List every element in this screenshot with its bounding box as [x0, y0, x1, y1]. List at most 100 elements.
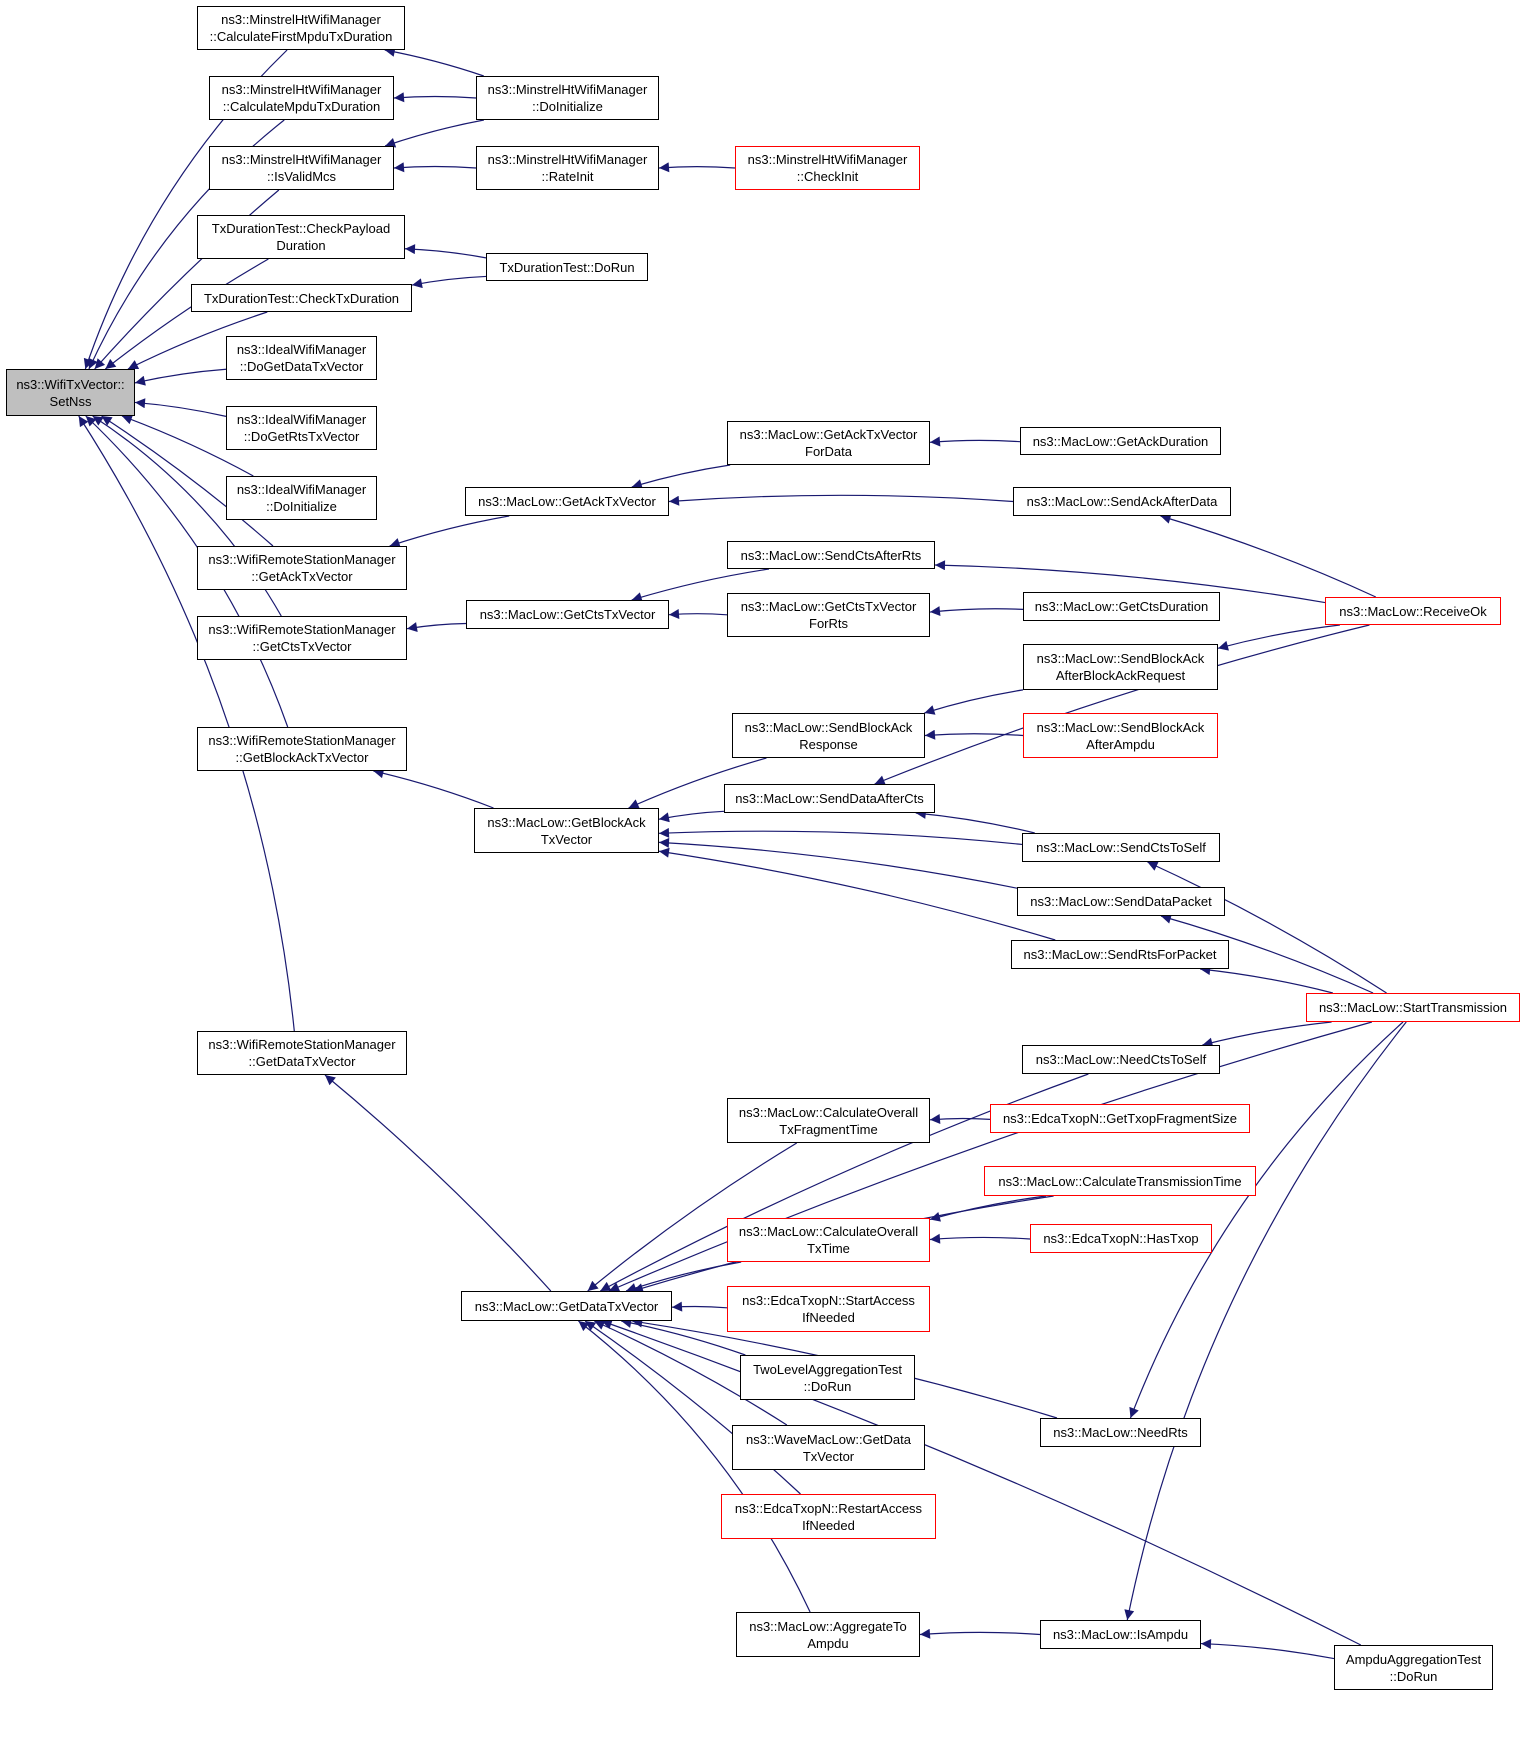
node-label-line: ns3::WifiRemoteStationManager	[208, 733, 396, 748]
node-label-line: ns3::MacLow::SendDataAfterCts	[735, 791, 924, 806]
edge-ampdu_dorun-to-ml_isampdu	[1200, 1638, 1335, 1660]
node-edca-fragsize[interactable]: ns3::EdcaTxopN::GetTxopFragmentSize	[990, 1104, 1250, 1133]
edge-ml_receiveok-to-ml_sendctsafterrts	[934, 560, 1326, 604]
node-ml-sendackafterdata[interactable]: ns3::MacLow::SendAckAfterData	[1013, 487, 1231, 516]
node-wrsm-cts[interactable]: ns3::WifiRemoteStationManager::GetCtsTxV…	[197, 616, 407, 660]
node-ml-needrts[interactable]: ns3::MacLow::NeedRts	[1040, 1418, 1201, 1447]
node-iw-rts[interactable]: ns3::IdealWifiManager::DoGetRtsTxVector	[226, 406, 377, 450]
node-label-line: ns3::MacLow::AggregateTo	[749, 1618, 907, 1634]
node-label-line: IfNeeded	[802, 1310, 855, 1325]
node-label-line: ns3::MacLow::GetCtsDuration	[1034, 599, 1209, 614]
node-wrsm-data[interactable]: ns3::WifiRemoteStationManager::GetDataTx…	[197, 1031, 407, 1075]
node-label-line: ns3::MacLow::GetAckTxVector	[478, 494, 656, 509]
node-ml-senddataaftercts[interactable]: ns3::MacLow::SendDataAfterCts	[724, 784, 935, 813]
edge-ml_isampdu-to-ml_aggregate	[919, 1628, 1041, 1639]
node-iw-init[interactable]: ns3::IdealWifiManager::DoInitialize	[226, 476, 377, 520]
edge-txd_txdur-to-setnss	[127, 311, 268, 370]
node-ml-starttx[interactable]: ns3::MacLow::StartTransmission	[1306, 993, 1520, 1022]
node-label-line: ns3::MacLow::CalculateOverall	[738, 1104, 919, 1120]
edge-ml_receiveok-to-ml_sendackafterdata	[1160, 514, 1377, 598]
node-ml-sendctstoself[interactable]: ns3::MacLow::SendCtsToSelf	[1022, 833, 1220, 862]
node-iw-data[interactable]: ns3::IdealWifiManager::DoGetDataTxVector	[226, 336, 377, 380]
node-label-line: ns3::EdcaTxopN::GetTxopFragmentSize	[1002, 1111, 1238, 1126]
node-mhw-firstmpdu[interactable]: ns3::MinstrelHtWifiManager::CalculateFir…	[197, 6, 405, 50]
node-ml-calctxtime[interactable]: ns3::MacLow::CalculateTransmissionTime	[984, 1166, 1256, 1196]
edge-txd_dorun-to-txd_payload	[404, 244, 487, 259]
node-label-line: ns3::MacLow::SendAckAfterData	[1026, 494, 1218, 509]
node-ampdu-dorun[interactable]: AmpduAggregationTest::DoRun	[1334, 1645, 1493, 1690]
node-label-line: AmpduAggregationTest	[1345, 1651, 1482, 1667]
node-label-line: ns3::MacLow::StartTransmission	[1318, 1000, 1508, 1015]
node-label-line: ns3::WifiRemoteStationManager	[208, 1037, 396, 1052]
node-ml-getackdur[interactable]: ns3::MacLow::GetAckDuration	[1020, 427, 1221, 455]
node-ml-getctsdur[interactable]: ns3::MacLow::GetCtsDuration	[1023, 592, 1220, 621]
node-txd-dorun[interactable]: TxDurationTest::DoRun	[486, 253, 648, 281]
node-ml-receiveok[interactable]: ns3::MacLow::ReceiveOk	[1325, 597, 1501, 625]
edge-wave_getdata-to-ml_getdata	[594, 1320, 788, 1426]
node-txd-txdur[interactable]: TxDurationTest::CheckTxDuration	[191, 284, 412, 312]
node-label-line: TwoLevelAggregationTest	[753, 1361, 902, 1377]
node-mhw-validmcs[interactable]: ns3::MinstrelHtWifiManager::IsValidMcs	[209, 146, 394, 190]
node-label-line: ns3::MinstrelHtWifiManager	[487, 152, 648, 167]
node-wrsm-ack[interactable]: ns3::WifiRemoteStationManager::GetAckTxV…	[197, 546, 407, 590]
node-label-line: ns3::MacLow::CalculateTransmissionTime	[998, 1173, 1242, 1189]
node-edca-hastxop[interactable]: ns3::EdcaTxopN::HasTxop	[1030, 1224, 1212, 1253]
edge-edca_restart-to-ml_getdata	[584, 1320, 801, 1495]
edge-txd_payload-to-setnss	[104, 258, 269, 370]
node-ml-sendrts[interactable]: ns3::MacLow::SendRtsForPacket	[1011, 940, 1229, 969]
node-mhw-mpdu[interactable]: ns3::MinstrelHtWifiManager::CalculateMpd…	[209, 76, 394, 120]
node-mhw-checkinit[interactable]: ns3::MinstrelHtWifiManager::CheckInit	[735, 146, 920, 190]
node-label-line: ::IsValidMcs	[266, 169, 337, 184]
edge-ml_aggregate-to-ml_getdata	[578, 1320, 811, 1613]
edge-ml_starttx-to-ml_senddatapacket	[1160, 913, 1374, 994]
edge-ml_getback-to-wrsm_back	[373, 768, 494, 809]
node-ml-sendctsafterrts[interactable]: ns3::MacLow::SendCtsAfterRts	[727, 541, 935, 569]
edge-wrsm_data-to-setnss	[78, 415, 295, 1032]
edge-iw_init-to-setnss	[121, 414, 254, 477]
node-label-line: ns3::EdcaTxopN::StartAccess	[742, 1293, 915, 1308]
node-tla-dorun[interactable]: TwoLevelAggregationTest::DoRun	[740, 1355, 915, 1400]
node-label-line: AfterBlockAckRequest	[1055, 668, 1186, 683]
edge-ml_getdata-to-wrsm_data	[324, 1074, 552, 1292]
node-wrsm-back[interactable]: ns3::WifiRemoteStationManager::GetBlockA…	[197, 727, 407, 771]
node-mhw-rateinit[interactable]: ns3::MinstrelHtWifiManager::RateInit	[476, 146, 659, 190]
node-label-line: ns3::MacLow::SendCtsToSelf	[1036, 840, 1206, 855]
edge-ml_getctsforrts-to-ml_getcts	[668, 609, 728, 619]
node-ml-getcts[interactable]: ns3::MacLow::GetCtsTxVector	[466, 600, 669, 629]
node-ml-isampdu[interactable]: ns3::MacLow::IsAmpdu	[1040, 1620, 1201, 1649]
node-label-line: ns3::MacLow::GetAckTxVector	[739, 427, 918, 442]
node-ml-getack[interactable]: ns3::MacLow::GetAckTxVector	[465, 487, 669, 516]
node-ml-getdata[interactable]: ns3::MacLow::GetDataTxVector	[461, 1291, 672, 1321]
edge-ml_senddataaftercts-to-ml_getback	[658, 810, 725, 823]
node-mhw-doinit[interactable]: ns3::MinstrelHtWifiManager::DoInitialize	[476, 76, 659, 120]
node-label-line: TxDurationTest::CheckTxDuration	[203, 290, 400, 306]
node-label-line: ForRts	[809, 616, 848, 631]
node-ml-needcts[interactable]: ns3::MacLow::NeedCtsToSelf	[1022, 1045, 1220, 1074]
node-label-line: ns3::WifiRemoteStationManager	[208, 622, 396, 637]
edge-mhw_doinit-to-mhw_firstmpdu	[384, 46, 484, 77]
node-label-line: ::CheckInit	[796, 169, 859, 184]
node-label-line: ns3::MinstrelHtWifiManager	[221, 12, 381, 27]
edge-ml_starttx-to-ml_sendctstoself	[1147, 861, 1387, 994]
edge-ml_getctsdur-to-ml_getctsforrts	[929, 606, 1024, 617]
node-ml-senddatapacket[interactable]: ns3::MacLow::SendDataPacket	[1017, 887, 1225, 916]
edge-ml_getack-to-wrsm_ack	[389, 515, 510, 548]
node-label-line: ::RateInit	[541, 169, 594, 184]
edge-mhw_doinit-to-mhw_validmcs	[384, 119, 485, 148]
node-label-line: ns3::MinstrelHtWifiManager	[221, 152, 382, 167]
edge-ml_receiveok-to-ml_senddataaftercts	[874, 624, 1370, 785]
